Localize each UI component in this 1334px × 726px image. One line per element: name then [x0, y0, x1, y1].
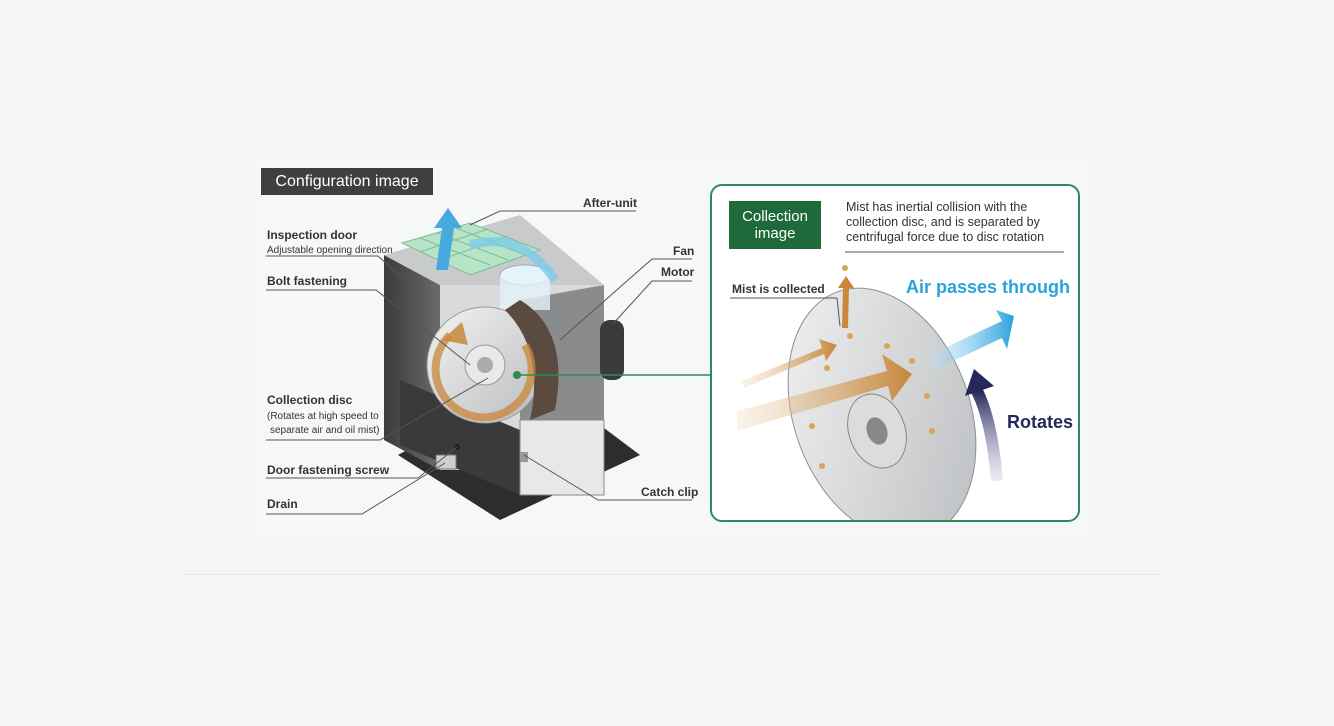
door-screw-leader — [266, 446, 458, 479]
inspection-door[interactable] — [400, 380, 520, 495]
mist-flow-arrow — [737, 354, 912, 431]
air-through-arrow — [927, 310, 1014, 371]
bolt-fastening-leader — [266, 289, 471, 366]
rotates-label: Rotates — [1007, 412, 1074, 432]
fan-label: Fan — [673, 244, 695, 258]
exhaust-arrow — [434, 208, 462, 270]
after-unit-leader — [469, 210, 636, 226]
collection-disc-sublabel-1: (Rotates at high speed to — [267, 411, 379, 422]
rotate-arrow — [971, 388, 1003, 482]
motor-leader — [611, 280, 692, 326]
door-panel — [519, 419, 605, 496]
collection-disc-label: Collection disc — [267, 393, 353, 407]
mist-up-arrow — [838, 276, 854, 328]
drain-label: Drain — [267, 497, 298, 511]
collection-image-box — [710, 184, 1080, 522]
fan-blades — [505, 300, 559, 420]
collection-disc-sublabel-2: separate air and oil mist) — [270, 425, 380, 436]
inspection-door-leader — [266, 255, 406, 281]
section-divider — [183, 574, 1163, 575]
inspection-door-label: Inspection door — [267, 228, 357, 242]
drain-leader — [266, 462, 446, 515]
air-passes-label: Air passes through — [906, 277, 1071, 297]
inspection-door-sublabel: Adjustable opening direction — [267, 245, 393, 256]
mist-collected-label: Mist is collected — [732, 282, 825, 296]
after-unit-label: After-unit — [583, 196, 637, 210]
collection-disc-leader — [266, 377, 489, 441]
configuration-title: Configuration image — [261, 168, 433, 195]
bolt-fastening-label: Bolt fastening — [267, 274, 347, 288]
collection-illustration — [730, 251, 1064, 520]
catch-clip-label: Catch clip — [641, 485, 699, 499]
catch-clip[interactable] — [520, 452, 528, 462]
collection-image-title: Collection image — [729, 201, 821, 249]
door-fastening-screw-label: Door fastening screw — [267, 463, 390, 477]
airflow-swirl — [431, 332, 536, 422]
fan-leader — [559, 258, 692, 341]
mist-flow-arrow-small — [742, 339, 837, 388]
motor — [600, 320, 624, 380]
collection-description: Mist has inertial collision with the col… — [846, 200, 1045, 244]
catch-clip-leader — [523, 454, 692, 501]
motor-label: Motor — [661, 265, 695, 279]
